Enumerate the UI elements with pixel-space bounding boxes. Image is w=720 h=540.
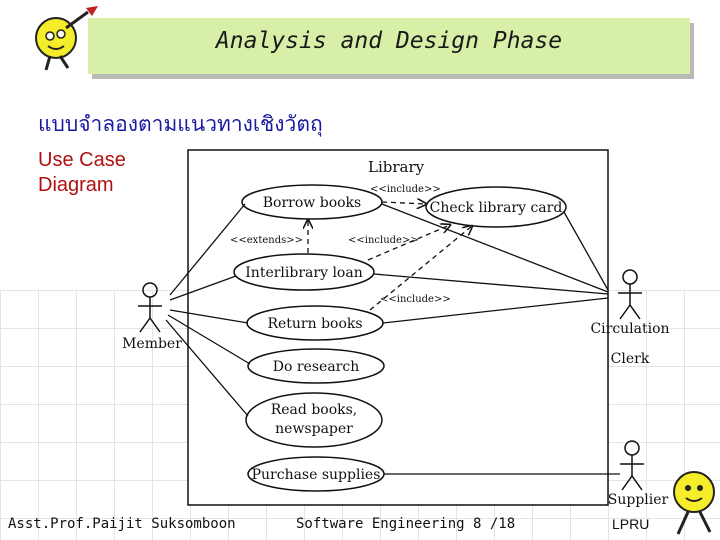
include-return-check [369, 226, 472, 311]
assoc-clerk-check [563, 211, 609, 291]
footer-author: Asst.Prof.Paijit Suksomboon [8, 516, 236, 532]
usecase-read-label-2: newspaper [275, 421, 353, 437]
assoc-member-return [169, 309, 249, 324]
usecase-do-research [247, 348, 385, 384]
usecase-borrow-label: Borrow books [263, 195, 361, 211]
include-borrow-check [381, 202, 426, 204]
extends-label: <<extends>> [230, 235, 303, 246]
page-title: Analysis and Design Phase [215, 28, 563, 54]
actor-member-label: Member [122, 336, 182, 352]
assoc-member-read [165, 319, 249, 417]
footer-course: Software Engineering 8 /18 [296, 516, 516, 532]
subtitle: แบบจำลองตามแนวทางเชิงวัตถุ [38, 112, 323, 136]
header-bar [88, 18, 690, 74]
actor-supplier-label: Supplier [608, 492, 669, 508]
usecase-check-label: Check library card [430, 200, 563, 216]
diagram-label: Use Case Diagram [38, 148, 158, 198]
usecase-purchase-label: Purchase supplies [252, 467, 381, 483]
diagram-label-line1: Use Case [38, 149, 126, 171]
include-label-2: <<include>> [348, 235, 419, 246]
include-label-3: <<include>> [380, 294, 451, 305]
assoc-clerk-interlibrary [373, 273, 609, 295]
actor-member [138, 282, 162, 333]
diagram-label-line2: Diagram [38, 174, 114, 196]
usecase-research-label: Do research [273, 359, 359, 375]
actor-circulation-label-2: Clerk [611, 351, 650, 367]
actor-supplier [620, 440, 644, 491]
footer-org: LPRU [612, 516, 650, 532]
usecase-interlibrary-loan [233, 253, 375, 291]
assoc-clerk-return [382, 297, 609, 324]
usecase-read-label-1: Read books, [271, 402, 358, 418]
system-name: Library [368, 158, 425, 176]
assoc-member-borrow [169, 203, 246, 296]
actor-circulation-label-1: Circulation [590, 321, 669, 337]
usecase-interlibrary-label: Interlibrary loan [245, 265, 362, 281]
assoc-member-research [167, 314, 251, 365]
include-label-1: <<include>> [370, 184, 441, 195]
use-case-diagram: Library Borrow books Check library card … [122, 149, 670, 508]
assoc-clerk-borrow [381, 203, 609, 293]
usecase-return-label: Return books [267, 316, 362, 332]
actor-circulation-clerk [618, 269, 642, 320]
mascot-icon [673, 471, 715, 535]
assoc-member-interlibrary [169, 275, 237, 301]
include-interlibrary-check [367, 225, 450, 261]
mascot-icon [35, 6, 98, 71]
usecase-read-books [245, 392, 383, 448]
